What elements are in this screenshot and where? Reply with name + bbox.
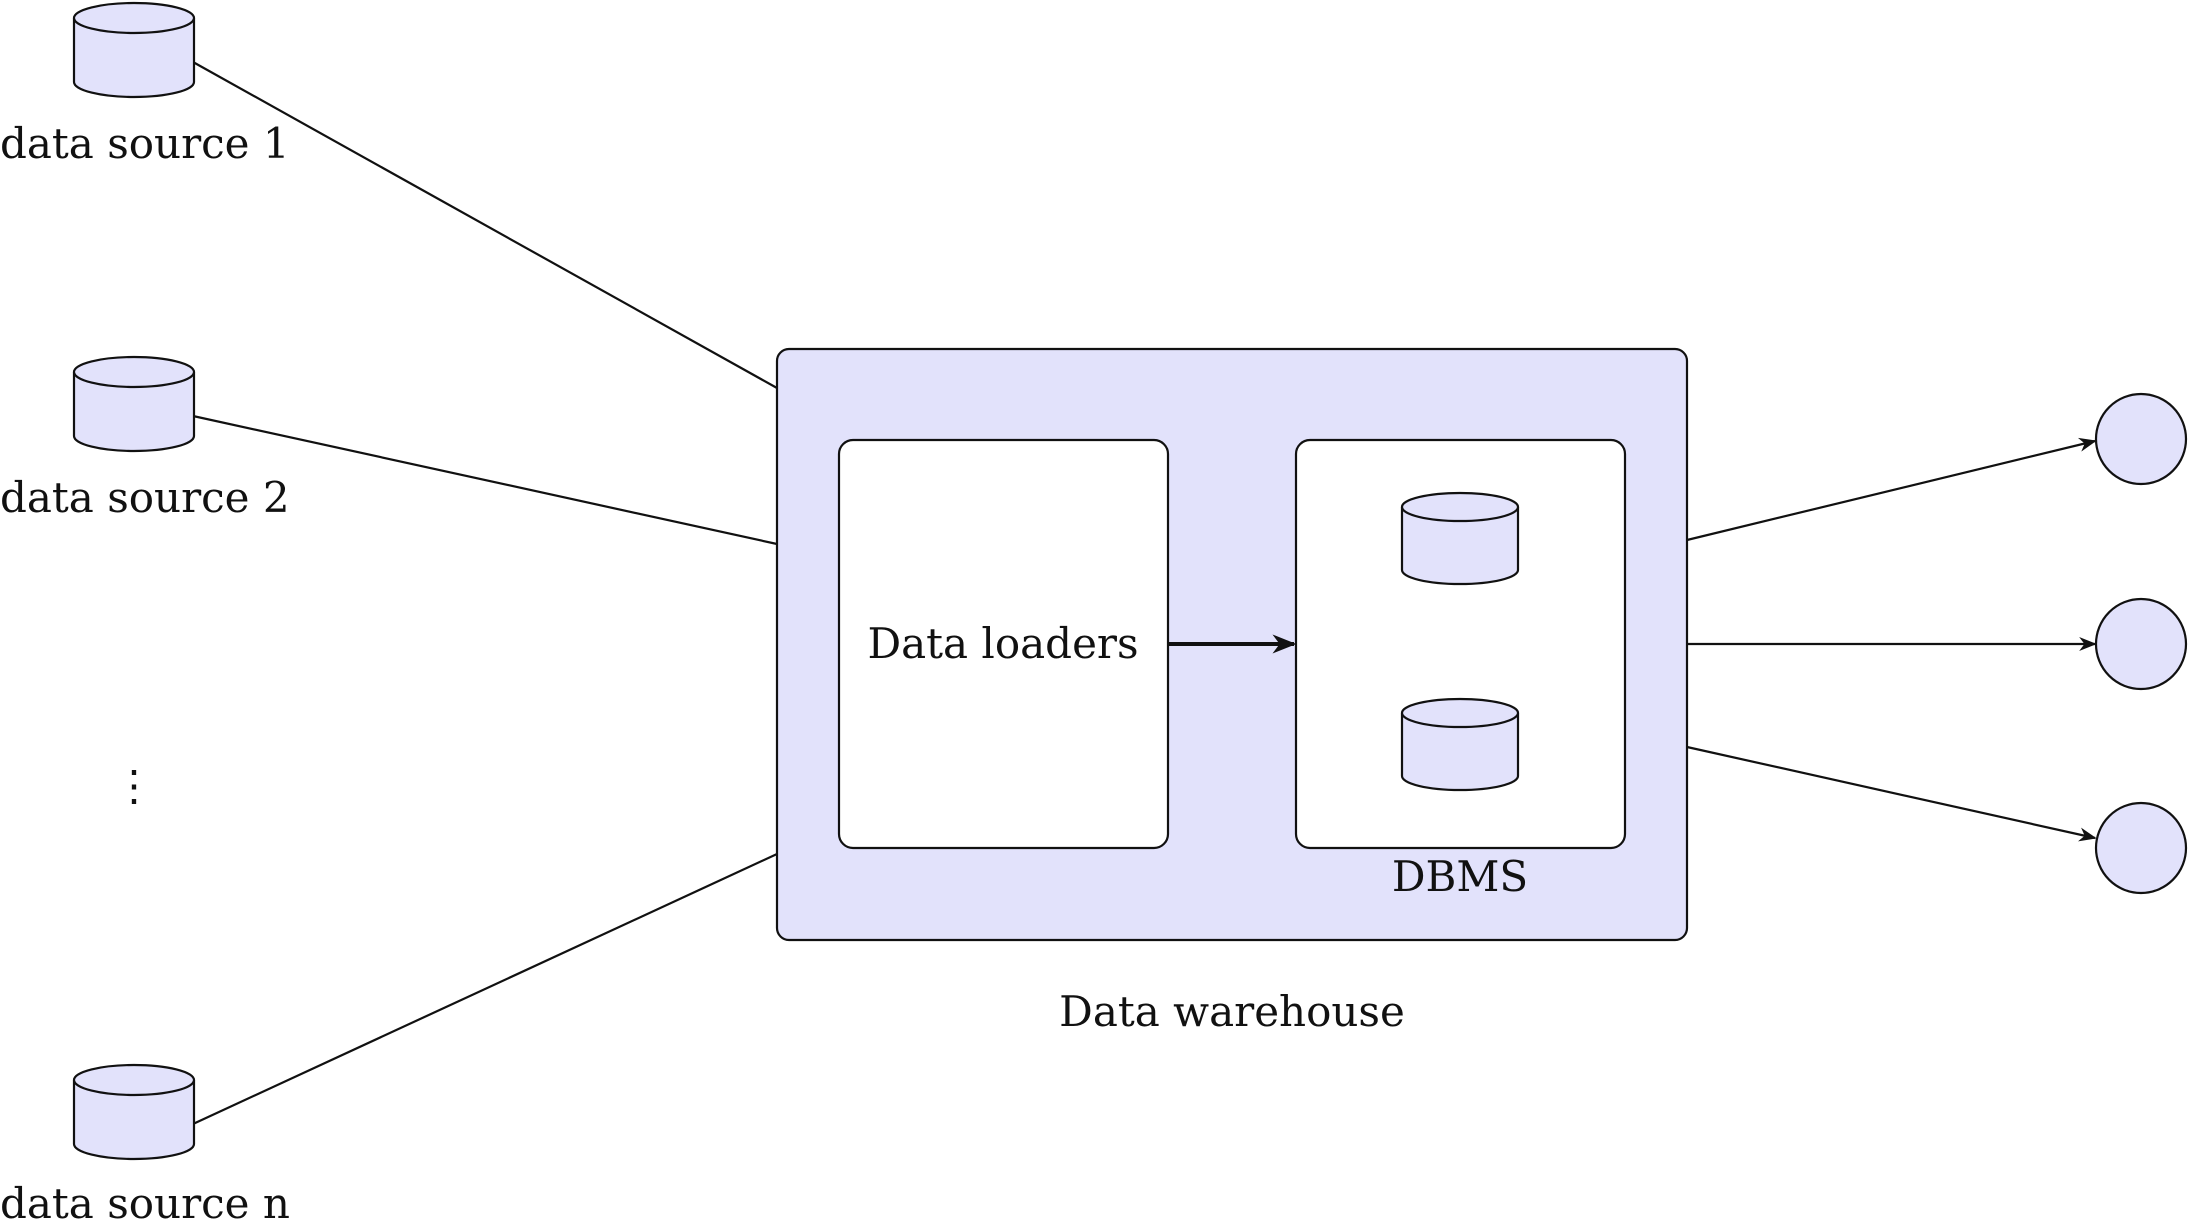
- database-cylinder-icon: [1400, 491, 1520, 586]
- database-cylinder-icon: [72, 355, 196, 453]
- dbms-database-2: [1400, 697, 1520, 792]
- edge-source-1-to-warehouse: [192, 61, 778, 389]
- data-source-1: data source 1: [0, 1, 290, 168]
- output-node-3: [2094, 801, 2188, 895]
- data-source-2: data source 2: [0, 355, 290, 522]
- data-warehouse: Data loaders DBMS: [775, 347, 1689, 942]
- data-loaders-label: Data loaders: [867, 619, 1138, 668]
- edge-source-2-to-warehouse: [192, 414, 778, 546]
- data-source-n-label: data source n: [0, 1179, 290, 1222]
- database-cylinder-icon: [72, 1, 196, 99]
- output-node-2: [2094, 597, 2188, 691]
- dbms-database-1: [1400, 491, 1520, 586]
- output-node-1: [2094, 392, 2188, 486]
- database-cylinder-icon: [72, 1063, 196, 1161]
- data-source-n: data source n: [0, 1063, 290, 1222]
- edge-warehouse-to-output-1: [1686, 437, 2097, 542]
- data-source-1-label: data source 1: [0, 119, 290, 168]
- edge-warehouse-to-output-3: [1686, 745, 2097, 842]
- dbms-label: DBMS: [1392, 852, 1528, 901]
- edge-source-n-to-warehouse: [192, 853, 778, 1125]
- data-warehouse-label: Data warehouse: [1059, 987, 1405, 1036]
- data-source-2-label: data source 2: [0, 473, 290, 522]
- database-cylinder-icon: [1400, 697, 1520, 792]
- vertical-ellipsis: ⋮: [113, 761, 155, 810]
